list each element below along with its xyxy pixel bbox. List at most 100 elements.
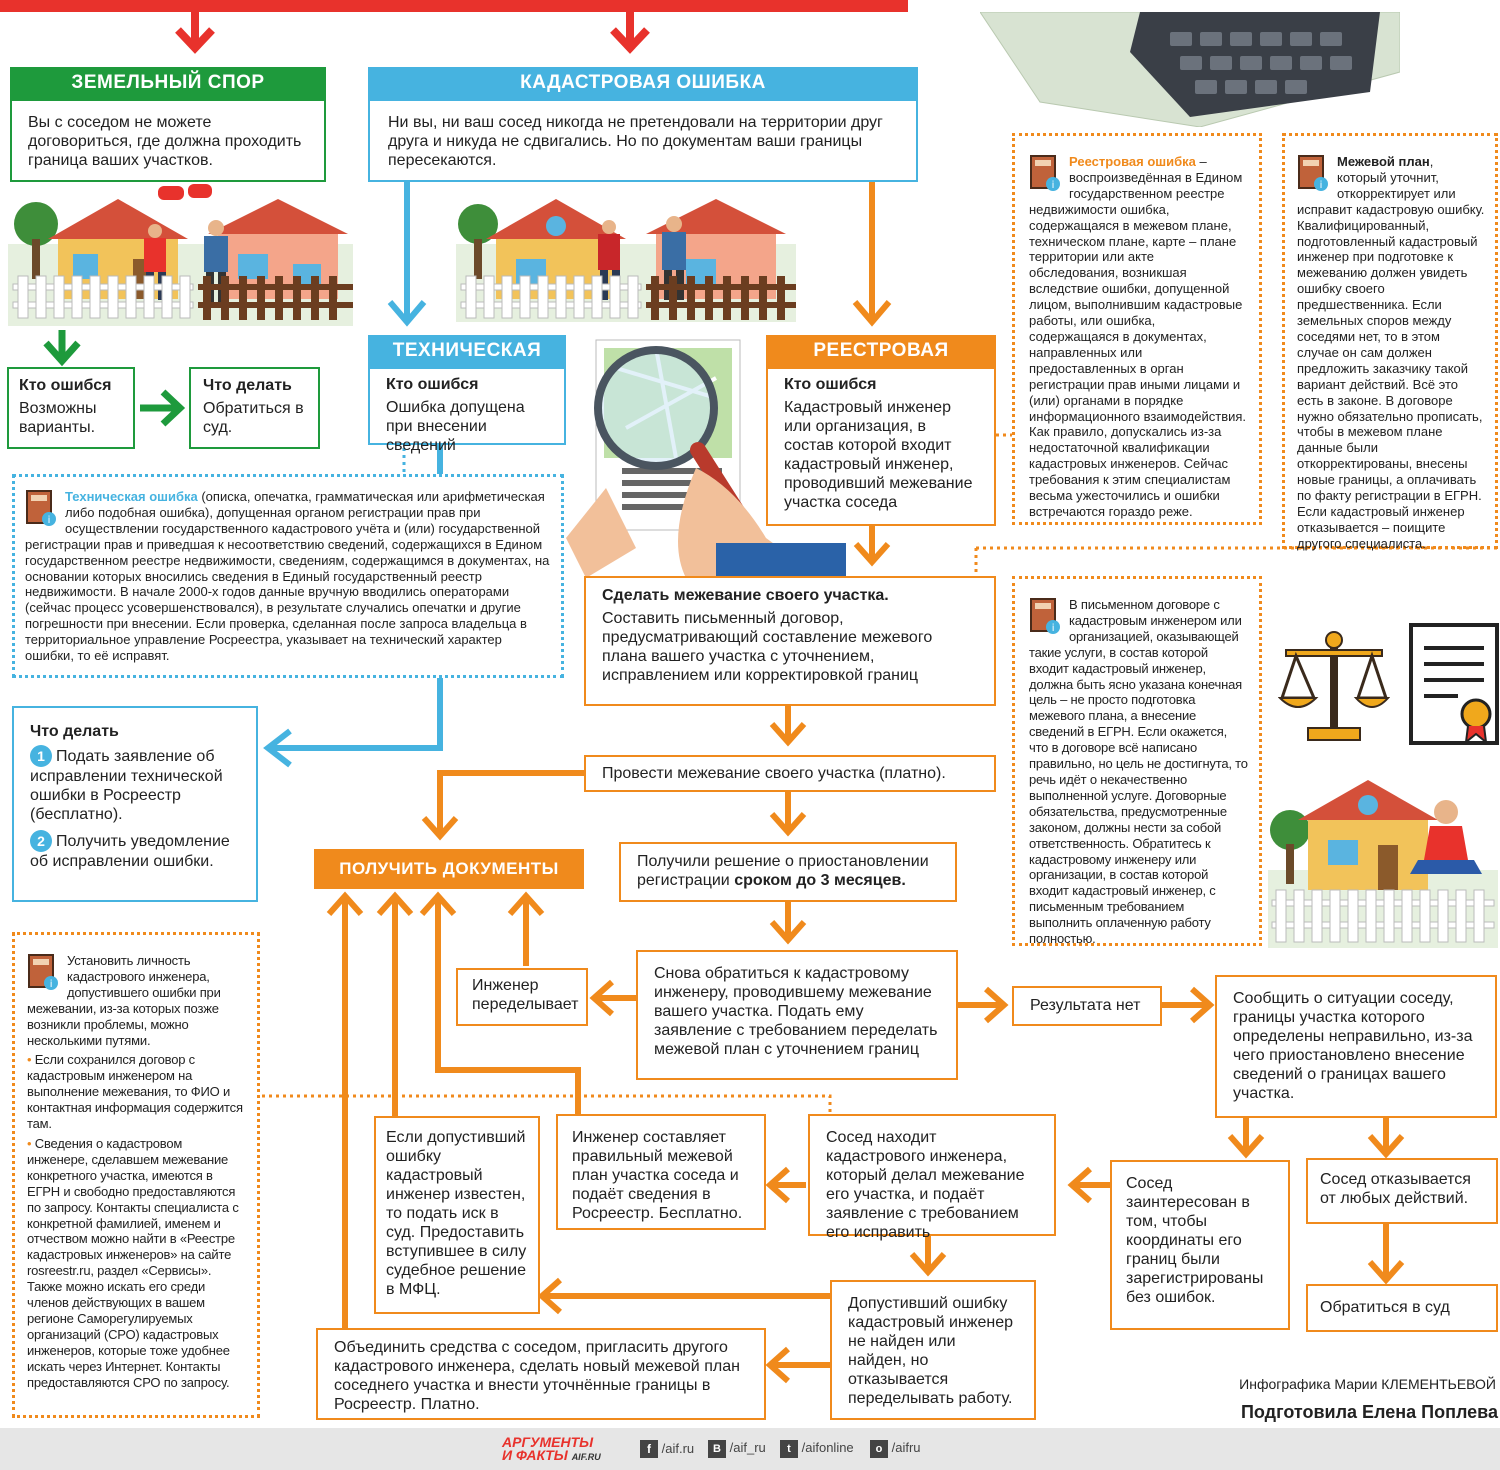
vk-handle: /aif_ru: [729, 1440, 766, 1455]
houses-agreement-illustration: [456, 199, 796, 322]
identify-bullet-2: • Сведения о кадастровом инженере, сдела…: [27, 1136, 245, 1391]
cadastral-error-description: Ни вы, ни ваш сосед никогда не претендов…: [368, 99, 918, 182]
book-info-icon: i: [1030, 598, 1060, 634]
bullet-icon: •: [27, 1135, 32, 1151]
vk-icon: B: [708, 1440, 726, 1458]
neighbor-interested-box: Сосед заинтересован в том, чтобы координ…: [1110, 1160, 1290, 1330]
survey-note-text: , который уточнит, откорректирует или ис…: [1297, 154, 1485, 551]
technical-step-1-text: Подать заявление об исправлении техничес…: [30, 748, 223, 823]
book-info-icon: i: [1298, 155, 1328, 191]
prepared-by-credit: Подготовила Елена Поплева: [1240, 1402, 1498, 1422]
registry-who-box: Кто ошибся Кадастровый инженер или орган…: [766, 367, 996, 526]
step-make-survey-text: Составить письменный договор, предусматр…: [602, 610, 933, 684]
step-2-icon: 2: [30, 830, 52, 852]
cadastral-error-header: КАДАСТРОВАЯ ОШИБКА: [368, 67, 918, 99]
dispute-todo-text: Обратиться в суд.: [203, 400, 304, 436]
step-conduct-survey: Провести межевание своего участка (платн…: [584, 755, 996, 792]
step-make-survey: Сделать межевание своего участка. Состав…: [584, 576, 996, 706]
twitter-icon: t: [780, 1440, 798, 1458]
technical-note-text: (описка, опечатка, грамматическая или ар…: [25, 489, 550, 664]
infographic-credit: Инфографика Марии КЛЕМЕНТЬЕВОЙ: [1239, 1376, 1496, 1392]
identify-engineer-note: i Установить личность кадастрового инжен…: [12, 932, 260, 1418]
technical-who-text: Ошибка допущена при внесении сведений: [386, 399, 525, 454]
svg-text:i: i: [1320, 180, 1323, 191]
technical-who-box: Кто ошибся Ошибка допущена при внесении …: [368, 367, 566, 454]
ok-handle: /aifru: [891, 1440, 921, 1455]
bullet-icon: •: [27, 1052, 32, 1068]
facebook-icon: f: [640, 1440, 658, 1458]
engineer-redoes-box: Инженер переделывает: [456, 968, 588, 1026]
certificate-icon: [1409, 623, 1499, 745]
registry-note-term: Реестровая ошибка: [1069, 154, 1196, 169]
technical-error-note: i Техническая ошибка (описка, опечатка, …: [12, 474, 564, 678]
registry-error-note: i Реестровая ошибка – воспроизведённая в…: [1012, 133, 1262, 525]
calculator-illustration: [980, 12, 1400, 127]
neighbor-finds-engineer-box: Сосед находит кадастрового инженера, кот…: [808, 1114, 1056, 1241]
book-info-icon: i: [1030, 155, 1060, 191]
scales-icon: [1278, 631, 1390, 741]
technical-step-2-text: Получить уведомление об исправлении ошиб…: [30, 833, 230, 870]
no-result-box: Результата нет: [1012, 986, 1162, 1026]
step-make-survey-title: Сделать межевание своего участка.: [602, 587, 889, 604]
engineer-prepares-box: Инженер составляет правильный межевой пл…: [556, 1114, 766, 1230]
facebook-handle: /aif.ru: [661, 1441, 695, 1456]
get-documents-header: ПОЛУЧИТЬ ДОКУМЕНТЫ: [314, 849, 584, 889]
footer-bar: АРГУМЕНТЫ И ФАКТЫ AIF.RU f /aif.ru B /ai…: [0, 1428, 1500, 1470]
aif-logo-url: AIF.RU: [571, 1452, 601, 1462]
book-info-icon: i: [26, 490, 56, 526]
survey-note-term: Межевой план: [1337, 154, 1430, 169]
combine-funds-box: Объединить средства с соседом, пригласит…: [316, 1328, 766, 1420]
vk-link[interactable]: B /aif_ru: [708, 1440, 766, 1458]
ok-icon: o: [870, 1440, 888, 1458]
step-contact-engineer-again: Снова обратиться к кадастровому инженеру…: [636, 950, 958, 1080]
book-info-icon: i: [28, 954, 58, 990]
go-to-court-box: Обратиться в суд: [1306, 1284, 1498, 1332]
dispute-todo-box: Что делать Обратиться в суд.: [189, 367, 320, 449]
svg-text:i: i: [1052, 180, 1055, 191]
registry-who-text: Кадастровый инженер или организация, в с…: [784, 399, 973, 511]
suspension-text: Получили решение о приостановлении регис…: [637, 853, 929, 889]
technical-note-term: Техническая ошибка: [65, 489, 198, 504]
contract-note: i В письменном договоре с кадастровым ин…: [1012, 576, 1262, 946]
facebook-link[interactable]: f /aif.ru: [640, 1440, 694, 1458]
registry-note-text: – воспроизведённая в Едином государствен…: [1029, 154, 1247, 519]
house-meditating-man-illustration: [1268, 780, 1498, 948]
houses-dispute-illustration: [8, 184, 353, 326]
svg-text:i: i: [1052, 623, 1055, 634]
identify-intro: Установить личность кадастрового инженер…: [27, 953, 221, 1048]
aif-logo[interactable]: АРГУМЕНТЫ И ФАКТЫ AIF.RU: [502, 1434, 601, 1464]
twitter-link[interactable]: t /aifonline: [780, 1440, 854, 1458]
engineer-not-found-box: Допустивший ошибку кадастровый инженер н…: [830, 1280, 1036, 1420]
dispute-who-title: Кто ошибся: [19, 377, 112, 394]
step-suspension-decision: Получили решение о приостановлении регис…: [619, 842, 957, 902]
technical-header: ТЕХНИЧЕСКАЯ: [368, 335, 566, 367]
land-dispute-description: Вы с соседом не можете договориться, где…: [10, 99, 326, 182]
dispute-who-text: Возможны варианты.: [19, 400, 97, 436]
aif-logo-line-2: И ФАКТЫ: [502, 1447, 568, 1463]
svg-text:i: i: [48, 515, 51, 526]
neighbor-refuses-box: Сосед отказывается от любых действий.: [1306, 1158, 1498, 1224]
registry-who-title: Кто ошибся: [784, 376, 877, 393]
identify-bullet-1: • Если сохранился договор с кадастровым …: [27, 1052, 245, 1132]
aif-logo-line-1: АРГУМЕНТЫ: [502, 1434, 594, 1450]
land-dispute-header: ЗЕМЕЛЬНЫЙ СПОР: [10, 67, 326, 99]
ok-link[interactable]: o /aifru: [870, 1440, 921, 1458]
step-1-icon: 1: [30, 745, 52, 767]
dispute-who-box: Кто ошибся Возможны варианты.: [7, 367, 135, 449]
suspension-term: сроком до 3 месяцев.: [734, 872, 906, 889]
registry-header: РЕЕСТРОВАЯ: [766, 335, 996, 367]
svg-text:i: i: [50, 979, 53, 990]
technical-todo-title: Что делать: [30, 723, 119, 740]
map-magnifier-illustration: [566, 339, 846, 578]
survey-plan-note: i Межевой план, который уточнит, откорре…: [1282, 133, 1498, 551]
technical-who-title: Кто ошибся: [386, 376, 479, 393]
inform-neighbor-box: Сообщить о ситуации соседу, границы учас…: [1215, 975, 1497, 1118]
contract-note-text: В письменном договоре с кадастровым инже…: [1029, 597, 1248, 947]
twitter-handle: /aifonline: [801, 1440, 854, 1455]
court-case-box: Если допустивший ошибку кадастровый инже…: [374, 1116, 540, 1314]
identify-bullet-2-text: Сведения о кадастровом инженере, сделавш…: [27, 1135, 239, 1390]
identify-bullet-1-text: Если сохранился договор с кадастровым ин…: [27, 1052, 243, 1132]
